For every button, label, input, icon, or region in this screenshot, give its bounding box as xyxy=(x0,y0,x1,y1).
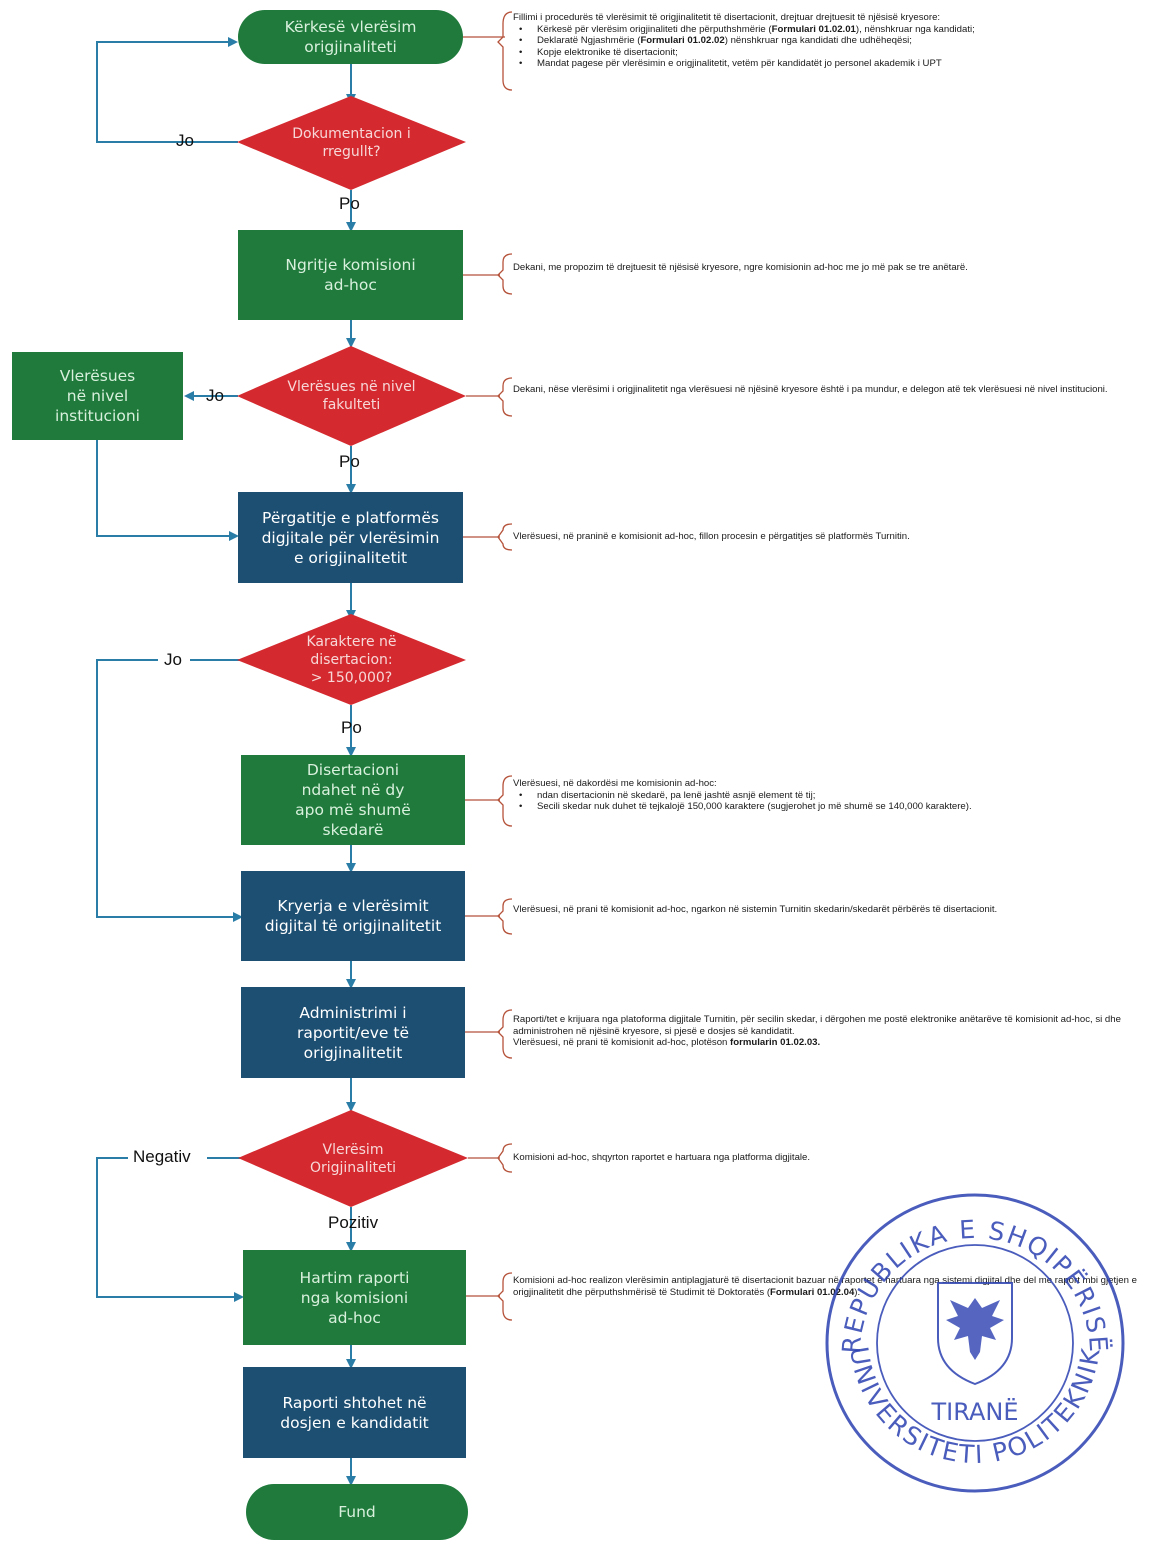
note-paragraph: Raporti/tet e krijuara nga platoforma di… xyxy=(513,1014,1121,1037)
process-ndahet-skedare xyxy=(241,755,465,845)
label-negativ: Negativ xyxy=(133,1147,191,1166)
connector-negativ xyxy=(96,1157,244,1302)
note-raportet: Raporti/tet e krijuara nga platoforma di… xyxy=(513,1014,1163,1049)
note-bullet: ndan disertacionin në skedarë, pa lenë j… xyxy=(519,790,1168,802)
label-po: Po xyxy=(341,718,362,737)
eagle-emblem xyxy=(937,1282,1013,1386)
end-terminal xyxy=(246,1484,468,1540)
connector xyxy=(96,440,239,541)
label-po: Po xyxy=(339,452,360,471)
stamp-city: TIRANË xyxy=(931,1397,1019,1426)
note-vleresuesi-ndan: Vlerësuesi, në dakordësi me komisionin a… xyxy=(513,778,1168,813)
connector-jo3 xyxy=(96,659,243,922)
note-bullet: Mandat pagese për vlerësimin e origjinal… xyxy=(519,58,1168,70)
decision-vleresim-origjinaliteti xyxy=(238,1110,468,1207)
note-vleresuesi-pergatitje: Vlerësuesi, në praninë e komisionit ad-h… xyxy=(513,531,910,542)
process-administrimi xyxy=(241,987,465,1078)
label-jo: Jo xyxy=(164,650,182,669)
label-pozitiv: Pozitiv xyxy=(328,1213,379,1232)
note-dekani-delegon: Dekani, nëse vlerësimi i origjinalitetit… xyxy=(513,384,1108,395)
decision-dokumentacion xyxy=(237,96,466,190)
process-ngritje-komisioni xyxy=(238,230,463,320)
connector-jo1 xyxy=(96,37,238,143)
university-stamp: REPUBLIKA E SHQIPËRISË UNIVERSITETI POLI… xyxy=(825,1193,1125,1493)
label-po: Po xyxy=(339,194,360,213)
note-intro: Fillimi i procedurës të vlerësimit të or… xyxy=(513,12,941,23)
decision-vleresues-fakulteti xyxy=(237,346,466,446)
process-pergatitje-platformes xyxy=(238,492,463,583)
label-jo: Jo xyxy=(206,386,224,405)
note-intro: Vlerësuesi, në dakordësi me komisionin a… xyxy=(513,778,717,789)
decision-karaktere xyxy=(237,614,466,705)
note-komisioni-realizon: Komisioni ad-hoc realizon vlerësimin ant… xyxy=(513,1275,1137,1298)
note-vleresuesi-ngarkon: Vlerësuesi, në prani të komisionit ad-ho… xyxy=(513,904,998,915)
note-bullet: Secili skedar nuk duhet të tejkalojë 150… xyxy=(519,801,1168,813)
label-jo: Jo xyxy=(176,131,194,150)
note-komisioni-shqyrton: Komisioni ad-hoc, shqyrton raportet e ha… xyxy=(513,1152,811,1163)
note-fillimi: Fillimi i procedurës të vlerësimit të or… xyxy=(513,12,1168,70)
note-paragraph: Vlerësuesi, në prani të komisionit ad-ho… xyxy=(513,1037,821,1049)
process-vleresues-institucioni xyxy=(12,352,183,440)
process-kryerja-vleresimit xyxy=(241,871,465,961)
process-hartim-raporti xyxy=(243,1250,466,1345)
start-terminal xyxy=(238,10,463,64)
note-bullet: Kopje elektronike të disertacionit; xyxy=(519,47,1168,59)
note-bullet: Deklaratë Ngjashmërie (Formulari 01.02.0… xyxy=(519,35,1168,47)
process-raporti-dosje xyxy=(243,1367,466,1458)
note-bullet: Kërkesë për vlerësim origjinaliteti dhe … xyxy=(519,24,1168,36)
note-dekani-ngre: Dekani, me propozim të drejtuesit të një… xyxy=(513,262,968,273)
